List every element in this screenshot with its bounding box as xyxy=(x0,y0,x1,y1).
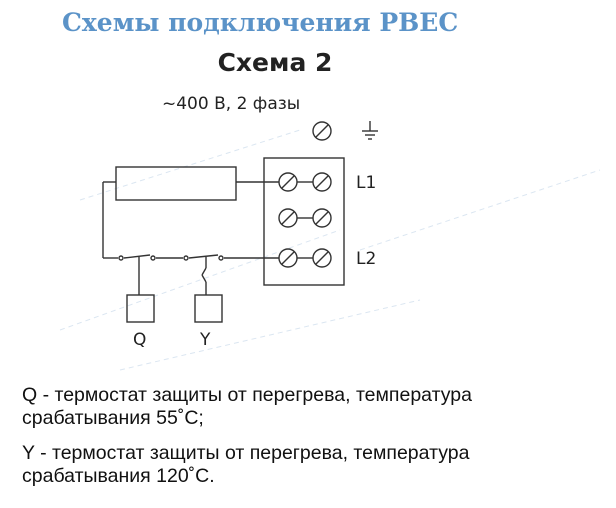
terminal-l1-label: L1 xyxy=(356,173,376,193)
thermostat-circuit xyxy=(103,254,279,295)
terminal-row-l2 xyxy=(278,248,332,268)
terminal-block xyxy=(263,157,345,286)
legend-y-line1: Y - термостат защиты от перегрева, темпе… xyxy=(22,442,470,464)
terminal-l2-label: L2 xyxy=(356,249,376,269)
legend-y-line2: срабатывания 120˚С. xyxy=(22,465,215,487)
thermostat-y-box xyxy=(194,294,223,323)
legend-q: Q - термостат защиты от перегрева, темпе… xyxy=(22,384,614,430)
terminal-row-middle xyxy=(278,208,332,228)
legend-q-line1: Q - термостат защиты от перегрева, темпе… xyxy=(22,384,472,406)
terminal-row-l1 xyxy=(278,172,332,192)
thermostat-q-box xyxy=(126,294,155,323)
ground-icon xyxy=(362,121,378,140)
legend-y: Y - термостат защиты от перегрева, темпе… xyxy=(22,442,614,488)
heating-element xyxy=(115,166,237,201)
supply-label: ~400 В, 2 фазы xyxy=(162,94,301,114)
scheme-title: Схема 2 xyxy=(217,48,333,77)
page-title: Схемы подключения РВЕС xyxy=(62,8,459,37)
legend-q-line2: срабатывания 55˚С; xyxy=(22,407,204,429)
wiring-diagram: L1 L2 Q Y xyxy=(102,121,378,350)
thermostat-y-label: Y xyxy=(199,330,211,350)
thermostat-q-label: Q xyxy=(133,330,146,350)
ground-terminal xyxy=(312,121,332,141)
